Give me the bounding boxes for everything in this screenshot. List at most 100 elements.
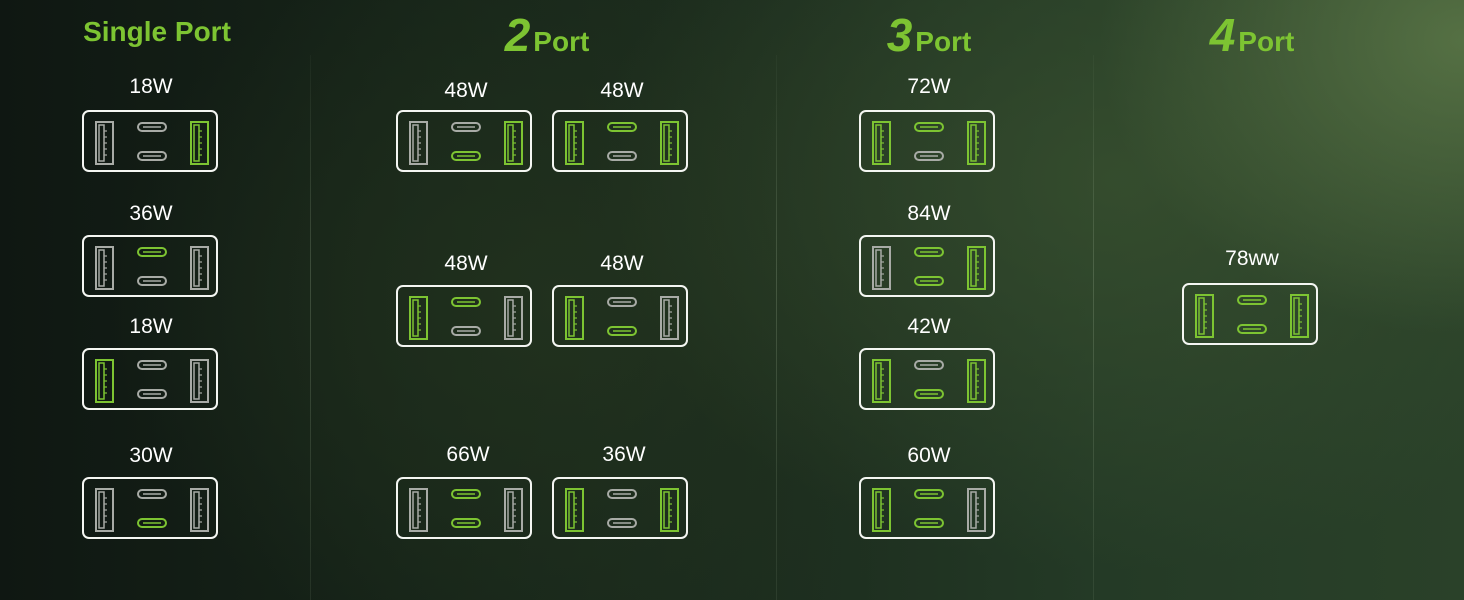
usb-c-top-icon [451,489,481,499]
usb-c-top-icon [607,489,637,499]
usb-a-left-icon [95,488,114,532]
usb-a-right-icon [190,488,209,532]
usb-c-top-icon [451,122,481,132]
usb-c-bottom-icon [914,389,944,399]
usb-a-right-icon [660,121,679,165]
usb-a-left-icon [565,121,584,165]
usb-c-bottom-icon [137,151,167,161]
usb-c-top-icon [607,122,637,132]
port-config-box [396,110,532,172]
heading-single-port: Single Port [83,16,231,48]
usb-a-left-icon [409,488,428,532]
usb-c-bottom-icon [607,518,637,528]
port-config-box [82,348,218,410]
port-icons [95,121,209,165]
usb-c-top-icon [914,360,944,370]
usb-c-bottom-icon [137,518,167,528]
port-config-box [552,285,688,347]
heading-word: Single Port [83,16,231,47]
config-label: 66W [446,443,490,466]
port-icons [409,296,523,340]
port-config-box [82,477,218,539]
usb-a-right-icon [660,296,679,340]
usb-a-left-icon [872,359,891,403]
port-icons [95,246,209,290]
config-label: 72W [907,75,951,98]
usb-c-bottom-icon [607,151,637,161]
usb-a-right-icon [967,121,986,165]
usb-c-bottom-icon [914,518,944,528]
usb-a-right-icon [967,246,986,290]
usb-a-left-icon [95,246,114,290]
port-config-box [552,477,688,539]
usb-a-left-icon [1195,294,1214,338]
port-config-box [396,285,532,347]
usb-a-right-icon [190,246,209,290]
usb-c-bottom-icon [914,151,944,161]
usb-a-left-icon [872,488,891,532]
config-label: 60W [907,444,951,467]
port-icons [95,359,209,403]
usb-a-right-icon [190,121,209,165]
usb-c-top-icon [137,489,167,499]
heading-word: Port [915,26,972,57]
port-icons [872,246,986,290]
heading-number: 3 [886,9,913,61]
usb-c-bottom-icon [451,151,481,161]
port-config-box [859,348,995,410]
usb-a-right-icon [660,488,679,532]
port-config-box [859,235,995,297]
port-config-box [1182,283,1318,345]
port-config-box [82,110,218,172]
divider-2 [776,55,777,600]
config-label: 18W [129,315,173,338]
config-label: 30W [129,444,173,467]
config-label: 36W [129,202,173,225]
usb-c-top-icon [607,297,637,307]
config-label: 78ww [1225,247,1279,270]
usb-a-right-icon [967,359,986,403]
config-label: 36W [602,443,646,466]
config-label: 48W [444,252,488,275]
usb-a-right-icon [967,488,986,532]
usb-a-right-icon [504,121,523,165]
port-icons [95,488,209,532]
port-icons [872,121,986,165]
port-config-box [552,110,688,172]
port-config-box [396,477,532,539]
usb-c-top-icon [1237,295,1267,305]
usb-c-top-icon [451,297,481,307]
usb-a-right-icon [504,488,523,532]
port-icons [1195,294,1309,338]
port-config-box [859,110,995,172]
config-label: 42W [907,315,951,338]
usb-a-right-icon [504,296,523,340]
usb-c-top-icon [914,247,944,257]
port-icons [565,296,679,340]
port-icons [872,488,986,532]
config-label: 48W [444,79,488,102]
divider-3 [1093,55,1094,600]
port-icons [565,121,679,165]
heading-word: Port [533,26,590,57]
port-icons [565,488,679,532]
heading-number: 4 [1209,9,1236,61]
usb-c-bottom-icon [451,326,481,336]
usb-c-bottom-icon [137,389,167,399]
config-label: 18W [129,75,173,98]
heading-word: Port [1238,26,1295,57]
usb-c-bottom-icon [451,518,481,528]
usb-a-right-icon [1290,294,1309,338]
usb-c-bottom-icon [137,276,167,286]
usb-c-top-icon [914,489,944,499]
usb-c-top-icon [914,122,944,132]
port-icons [409,488,523,532]
usb-c-top-icon [137,360,167,370]
usb-a-left-icon [872,246,891,290]
usb-c-bottom-icon [607,326,637,336]
usb-a-left-icon [409,296,428,340]
usb-c-bottom-icon [1237,324,1267,334]
config-label: 48W [600,79,644,102]
